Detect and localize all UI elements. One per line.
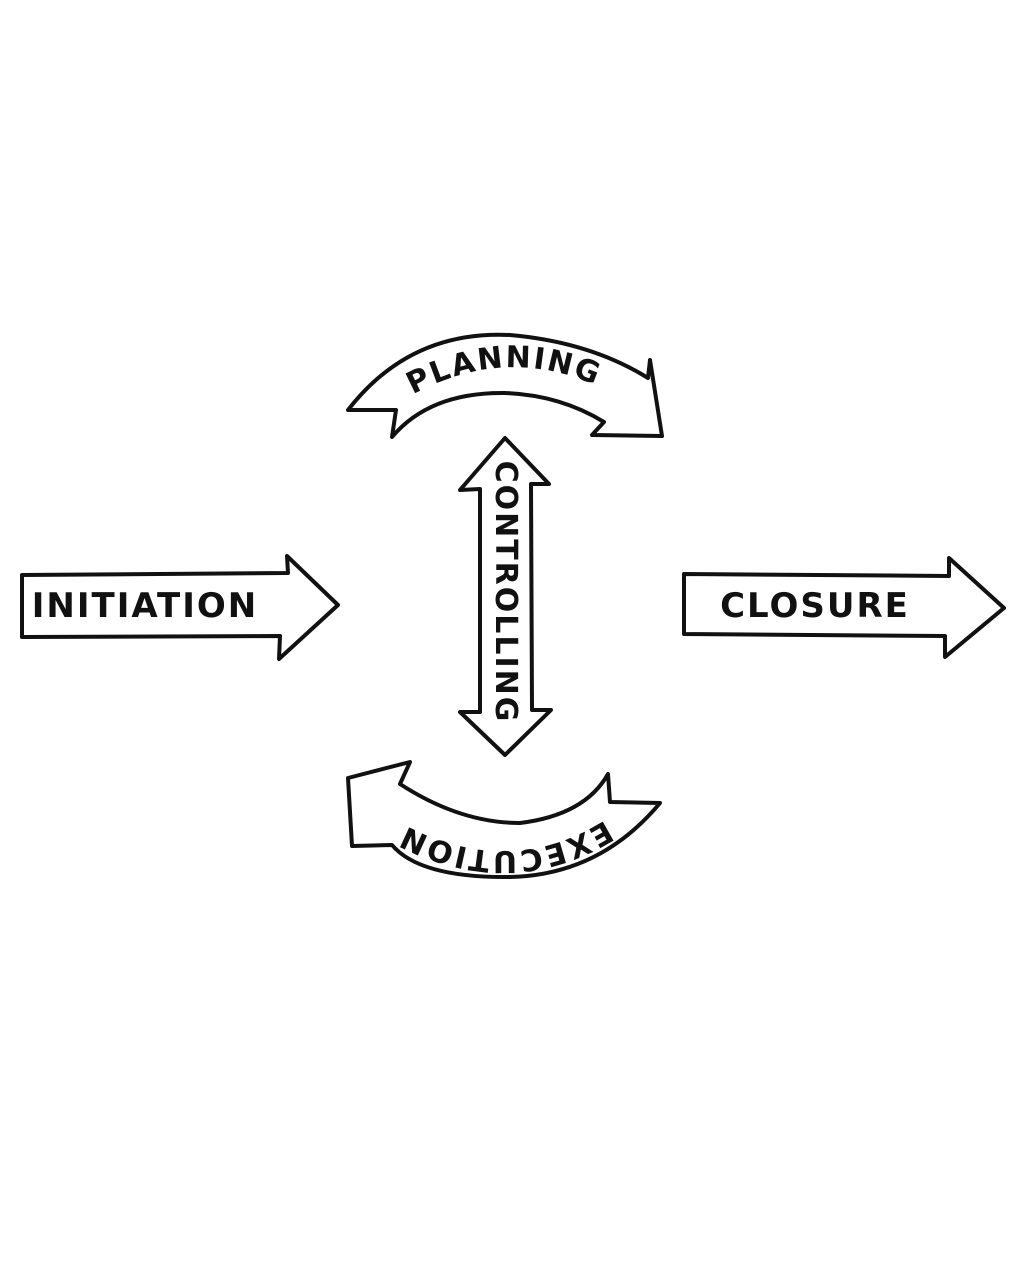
planning-arrow: PLANNING xyxy=(346,332,664,439)
execution-arrow-shape xyxy=(346,760,662,880)
initiation-arrow: INITIATION xyxy=(20,554,340,661)
controlling-label: CONTROLLING xyxy=(488,461,523,724)
controlling-arrow: CONTROLLING xyxy=(458,436,553,757)
closure-label: CLOSURE xyxy=(720,586,910,626)
controlling-arrow-shape xyxy=(458,436,553,757)
planning-arrow-shape xyxy=(346,332,664,439)
execution-arrow: EXECUTION xyxy=(346,760,662,880)
closure-arrow-shape xyxy=(682,556,1006,659)
initiation-label: INITIATION xyxy=(32,586,258,626)
closure-arrow: CLOSURE xyxy=(682,556,1006,659)
initiation-arrow-shape xyxy=(20,554,340,661)
